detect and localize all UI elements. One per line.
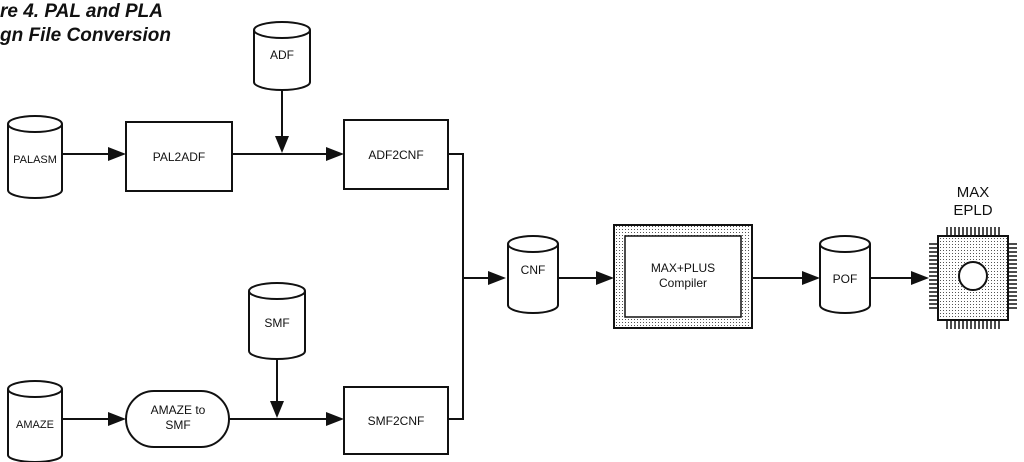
compiler-label-line-1: MAX+PLUS xyxy=(651,261,715,275)
arrowhead xyxy=(326,412,344,426)
cnf-file-cylinder xyxy=(507,235,559,314)
arrowhead xyxy=(596,271,614,285)
arrowhead xyxy=(911,271,929,285)
caption-line-2: gn File Conversion xyxy=(0,25,172,46)
compiler-label-line-2: Compiler xyxy=(659,276,707,290)
cnf-label: CNF xyxy=(521,263,546,277)
arrowheads xyxy=(108,136,929,426)
chip-circle xyxy=(958,261,988,291)
arrowhead xyxy=(108,147,126,161)
epld-chip xyxy=(929,227,1017,329)
chip-pins-top xyxy=(946,227,1000,236)
pof-file-cylinder xyxy=(819,235,871,314)
adf-label: ADF xyxy=(270,48,294,62)
palasm-file-cylinder xyxy=(7,115,63,199)
smf2cnf-process-box xyxy=(343,386,449,455)
merge-bracket xyxy=(448,153,464,420)
arrowhead xyxy=(488,271,506,285)
pal2adf-label: PAL2ADF xyxy=(153,150,205,164)
adf-file-cylinder xyxy=(253,21,311,91)
compiler-box xyxy=(613,224,753,329)
arrowhead xyxy=(270,401,284,418)
chip-pins-right xyxy=(1008,243,1017,309)
adf2cnf-process-box xyxy=(343,119,449,190)
palasm-label: PALASM xyxy=(13,154,57,166)
arrowhead xyxy=(802,271,820,285)
chip-pins-bottom xyxy=(946,320,1000,329)
epld-label-line-1: MAX xyxy=(957,184,990,201)
pof-label: POF xyxy=(833,272,858,286)
pal2adf-process-box xyxy=(125,121,233,192)
amaze-to-smf-label-line-1: AMAZE to xyxy=(151,403,206,417)
amaze-to-smf-process-box xyxy=(125,390,230,448)
smf-file-cylinder xyxy=(248,282,306,360)
chip-pins-left xyxy=(929,243,938,309)
compiler-inner-box xyxy=(624,235,742,318)
arrowhead xyxy=(108,412,126,426)
epld-label-line-2: EPLD xyxy=(953,202,992,219)
caption-line-1: re 4. PAL and PLA xyxy=(0,1,163,22)
smf2cnf-label: SMF2CNF xyxy=(368,414,425,428)
smf-label: SMF xyxy=(264,316,289,330)
figure-caption: re 4. PAL and PLA gn File Conversion xyxy=(0,0,171,48)
amaze-label: AMAZE xyxy=(16,419,54,431)
amaze-to-smf-label-line-2: SMF xyxy=(165,418,190,432)
arrowhead xyxy=(326,147,344,161)
amaze-file-cylinder xyxy=(7,380,63,462)
adf2cnf-label: ADF2CNF xyxy=(368,148,423,162)
arrowhead xyxy=(275,136,289,153)
